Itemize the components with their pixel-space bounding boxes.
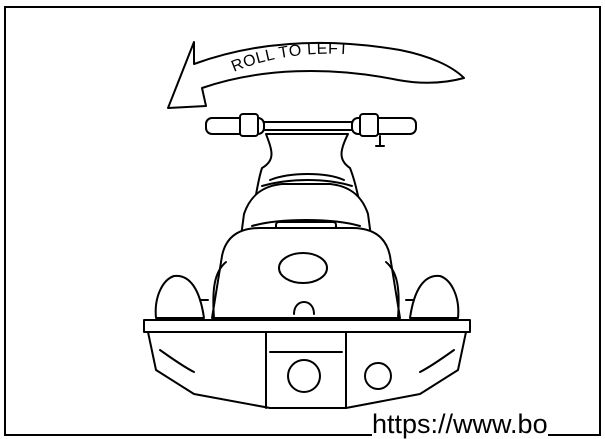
side-sponsons [154, 274, 460, 319]
lower-hull [147, 331, 467, 409]
handlebar [205, 113, 417, 147]
watermark-url: https://www.bo [372, 409, 548, 439]
jet-nozzle [287, 359, 321, 393]
roll-arrow: ROLL TO LEFT [167, 41, 465, 109]
hull [211, 227, 401, 319]
deck-rail [143, 319, 471, 333]
exhaust-port [364, 362, 392, 390]
